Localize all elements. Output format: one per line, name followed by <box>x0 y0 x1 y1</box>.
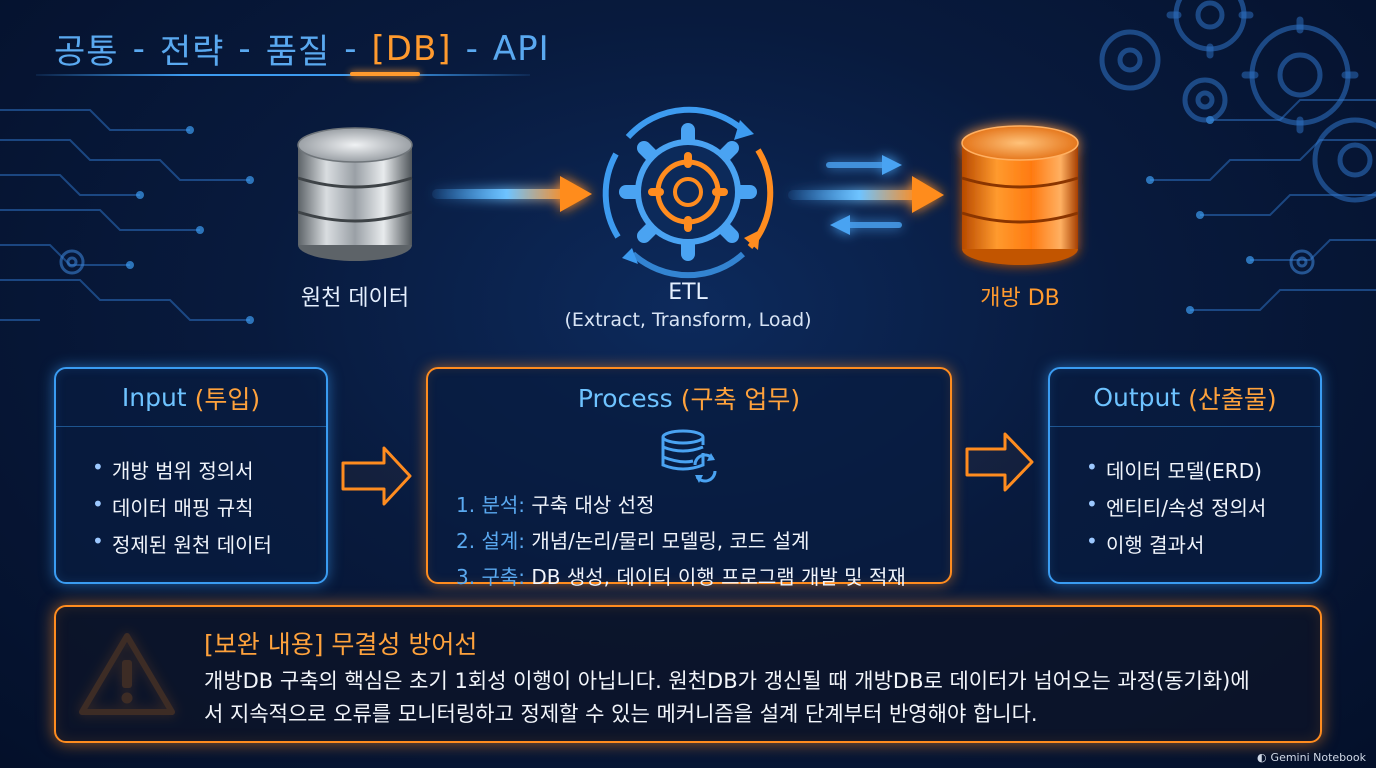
list-item: 데이터 매핑 규칙 <box>92 492 326 521</box>
arrow-right-icon <box>965 432 1034 492</box>
process-step: 2. 설계: 개념/논리/물리 모델링, 코드 설계 <box>456 529 810 553</box>
list-item: 이행 결과서 <box>1086 529 1320 558</box>
breadcrumb: 공통 - 전략 - 품질 - [DB] - API <box>54 24 550 73</box>
warning-body: 개방DB 구축의 핵심은 초기 1회성 이행이 아닙니다. 원천DB가 갱신될 … <box>204 665 1304 731</box>
output-title-en: Output <box>1093 383 1181 412</box>
process-card: Process (구축 업무) 1. 분석: 구축 대상 선정 <box>426 367 952 589</box>
notebook-logo-icon: ◐ <box>1256 751 1267 764</box>
breadcrumb-item-db[interactable]: [DB] <box>371 28 452 69</box>
supplement-warning-box: [보완 내용] 무결성 방어선 개방DB 구축의 핵심은 초기 1회성 이행이 … <box>54 605 1322 743</box>
breadcrumb-item-common[interactable]: 공통 <box>54 32 119 72</box>
etl-subtitle: (Extract, Transform, Load) <box>564 309 812 331</box>
etl-label: ETL (Extract, Transform, Load) <box>540 280 836 331</box>
process-steps: 1. 분석: 구축 대상 선정 2. 설계: 개념/논리/물리 모델링, 코드 … <box>428 489 950 590</box>
list-item: 데이터 모델(ERD) <box>1086 455 1320 484</box>
open-db-label: 개방 DB <box>980 286 1060 311</box>
breadcrumb-active-indicator <box>350 72 420 76</box>
process-step: 3. 구축: DB 생성, 데이터 이행 프로그램 개발 및 적재 <box>456 565 906 589</box>
open-db-icon <box>961 125 1079 265</box>
warning-body-line: 서 지속적으로 오류를 모니터링하고 정제할 수 있는 메커니즘을 설계 단계부… <box>204 702 1038 726</box>
database-sync-icon-wrap <box>428 427 950 483</box>
list-item: 엔티티/속성 정의서 <box>1086 492 1320 521</box>
breadcrumb-separator: - <box>238 28 252 69</box>
breadcrumb-separator: - <box>132 28 146 69</box>
process-title-en: Process <box>577 383 673 413</box>
breadcrumb-underline <box>36 74 530 76</box>
source-data-label: 원천 데이터 <box>300 286 410 311</box>
breadcrumb-separator: - <box>465 28 479 69</box>
arrow-right-icon <box>341 446 412 506</box>
output-card-header: Output (산출물) <box>1050 369 1320 427</box>
breadcrumb-item-quality[interactable]: 품질 <box>265 32 331 72</box>
source-database-icon <box>297 127 413 261</box>
input-title-en: Input <box>121 383 187 412</box>
breadcrumb-separator: - <box>344 28 358 69</box>
breadcrumb-item-strategy[interactable]: 전략 <box>159 32 225 72</box>
etl-gear-icon <box>602 106 774 279</box>
input-list: 개방 범위 정의서 데이터 매핑 규칙 정제된 원천 데이터 <box>56 427 326 558</box>
warning-title: [보완 내용] 무결성 방어선 <box>204 630 478 659</box>
input-card: Input (투입) 개방 범위 정의서 데이터 매핑 규칙 정제된 원천 데이… <box>54 367 328 584</box>
list-item: 개방 범위 정의서 <box>92 455 326 484</box>
input-title-ko: (투입) <box>194 384 261 414</box>
breadcrumb-item-api[interactable]: API <box>492 28 550 69</box>
process-card-header: Process (구축 업무) <box>428 369 950 427</box>
output-title-ko: (산출물) <box>1188 384 1277 414</box>
warning-body-line: 개방DB 구축의 핵심은 초기 1회성 이행이 아닙니다. 원천DB가 갱신될 … <box>204 669 1250 693</box>
output-list: 데이터 모델(ERD) 엔티티/속성 정의서 이행 결과서 <box>1050 427 1320 558</box>
process-title-ko: (구축 업무) <box>680 385 801 414</box>
etl-title: ETL <box>668 280 708 305</box>
process-step: 1. 분석: 구축 대상 선정 <box>456 493 655 517</box>
watermark: ◐ Gemini Notebook <box>1257 751 1366 764</box>
list-item: 정제된 원천 데이터 <box>92 529 326 558</box>
output-card: Output (산출물) 데이터 모델(ERD) 엔티티/속성 정의서 이행 결… <box>1048 367 1322 584</box>
input-card-header: Input (투입) <box>56 369 326 427</box>
watermark-text: Gemini Notebook <box>1270 751 1366 764</box>
database-sync-icon <box>661 429 717 483</box>
